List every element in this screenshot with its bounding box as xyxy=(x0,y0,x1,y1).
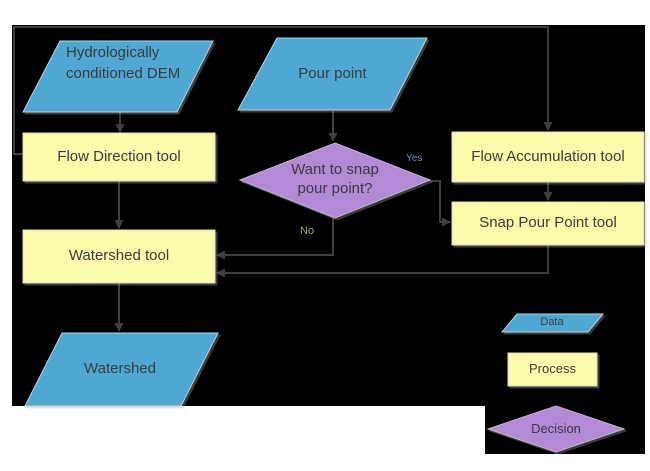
node-watershed xyxy=(24,332,219,407)
node-flow-accumulation xyxy=(451,131,645,183)
edge-decision-no-to-watershed-tool xyxy=(216,218,334,260)
node-pour-point xyxy=(237,37,428,111)
node-watershed-tool xyxy=(22,229,216,284)
legend-data-shape xyxy=(500,313,605,333)
legend-process-shape xyxy=(507,352,598,387)
node-dem xyxy=(22,40,214,113)
legend-decision-shape xyxy=(486,405,626,453)
node-flow-direction xyxy=(22,132,216,182)
edge-flow-direction-to-flow-accumulation xyxy=(13,26,553,155)
node-snap-pour-point xyxy=(451,201,645,246)
edge-decision-yes-to-snap xyxy=(430,180,451,227)
node-snap-decision xyxy=(238,142,432,219)
edge-snap-to-watershed-tool xyxy=(216,245,549,278)
